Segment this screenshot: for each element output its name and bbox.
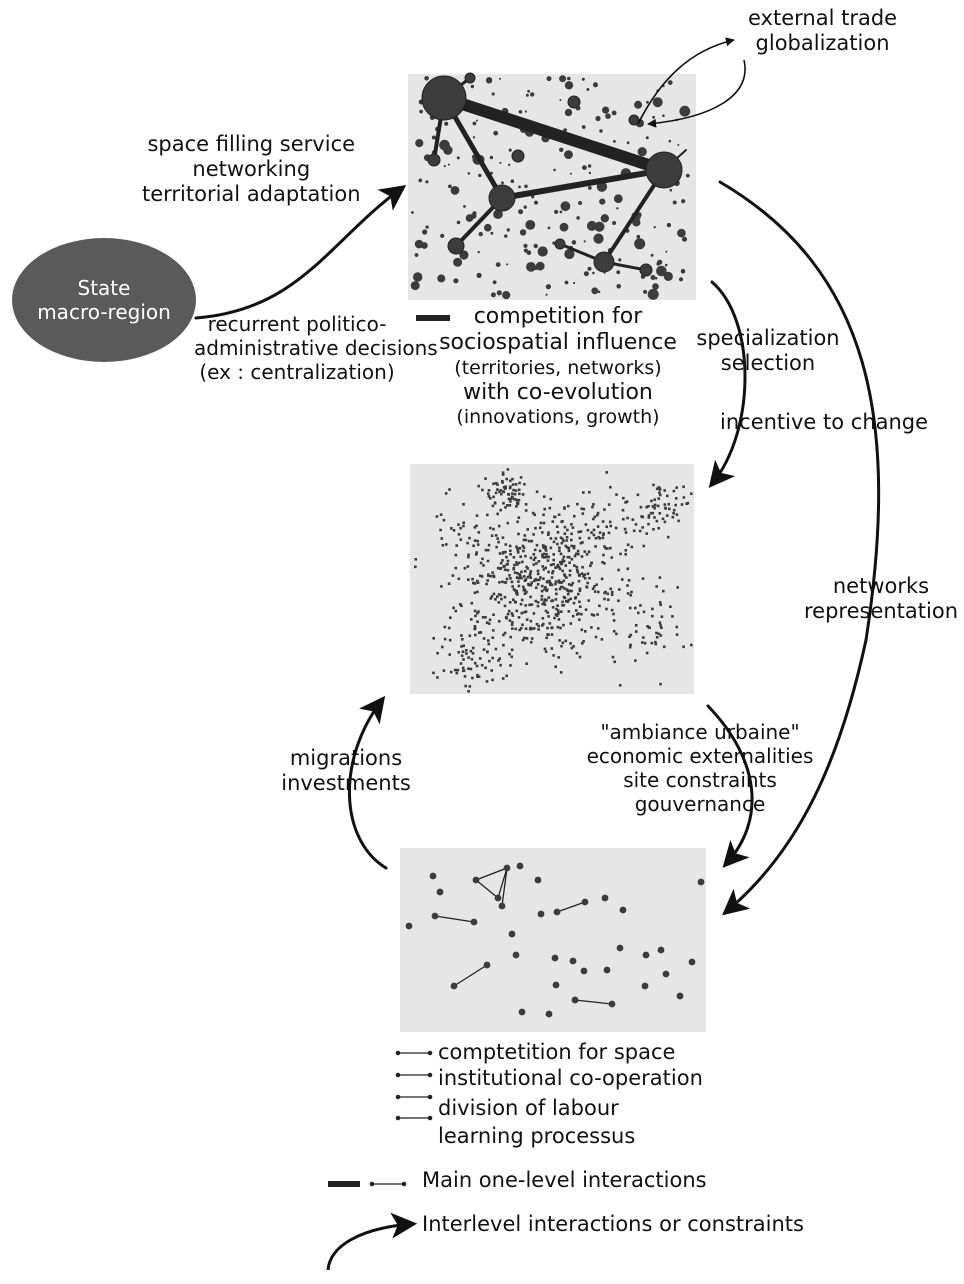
legend-institutional-cooperation: institutional co-operation xyxy=(438,1066,703,1090)
globalization-arrows xyxy=(637,37,746,128)
bottom-panel-dots xyxy=(405,862,705,1018)
legend-interlevel: Interlevel interactions or constraints xyxy=(422,1212,804,1236)
middle-panel-dots xyxy=(414,468,693,693)
legend-main-one-level: Main one-level interactions xyxy=(422,1168,707,1192)
ambiance-label: "ambiance urbaine"economic externalities… xyxy=(586,720,814,816)
incentive-label: incentive to change xyxy=(720,410,929,434)
bottom-level-panel xyxy=(400,848,706,1032)
state-macro-region-node xyxy=(12,238,196,362)
legend-division-of-labour: division of labour xyxy=(438,1096,619,1120)
legend-symbols xyxy=(326,315,450,1271)
middle-level-panel xyxy=(410,464,694,694)
competition-label: competition for sociospatial influence (… xyxy=(439,304,677,428)
interlevel-arrows xyxy=(194,180,881,916)
politico-administrative-label: recurrent politico-administrative decisi… xyxy=(194,312,438,384)
legend-learning-processus: learning processus xyxy=(438,1124,636,1148)
legend-competition-for-space: comptetition for space xyxy=(438,1040,676,1064)
bottom-panel-links xyxy=(434,867,613,1005)
top-panel-cities xyxy=(421,72,683,277)
